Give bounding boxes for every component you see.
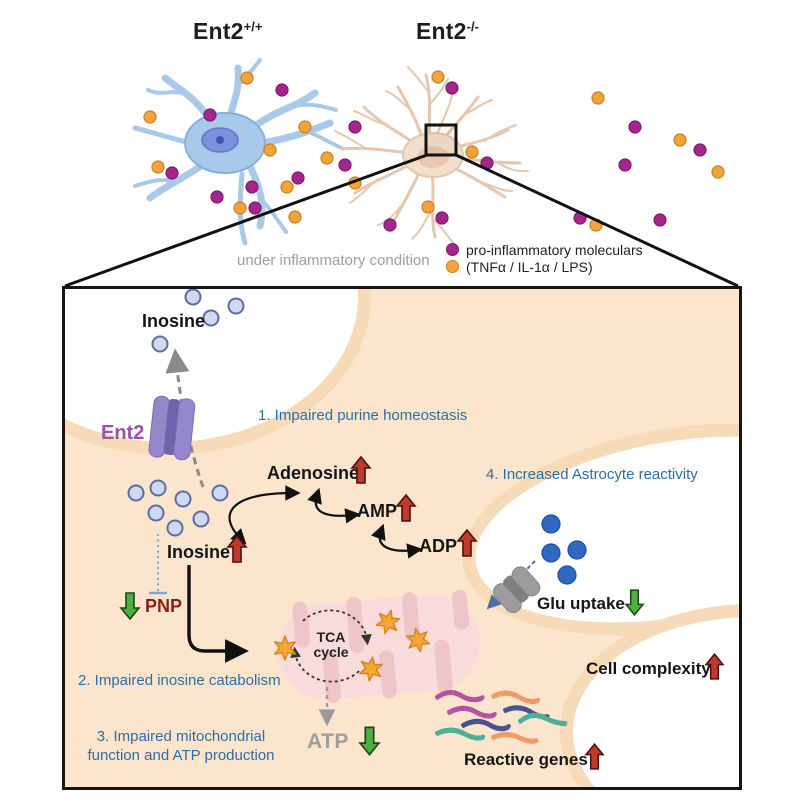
pnp-inhibition-line (149, 534, 167, 595)
annotation-3: 3. Impaired mitochondrial function and A… (75, 727, 287, 765)
pnp-label: PNP (145, 596, 183, 616)
atp-label: ATP (307, 730, 349, 753)
inosine-extracellular-label: Inosine (142, 311, 206, 331)
ent2-label: Ent2 (101, 422, 145, 444)
legend: pro-inflammatory moleculars (TNFα / IL-1… (446, 241, 643, 275)
orange-molecule-dots (143, 70, 725, 232)
legend-item: (TNFα / IL-1α / LPS) (446, 258, 643, 275)
condition-label: under inflammatory condition (237, 252, 430, 269)
legend-item-label: pro-inflammatory moleculars (466, 241, 643, 258)
tca-line1: TCA (316, 629, 346, 645)
amp-label: AMP (357, 501, 397, 521)
legend-item: pro-inflammatory moleculars (446, 241, 643, 258)
zoom-box (424, 123, 458, 157)
adenosine-amp-arrow (307, 487, 361, 524)
microglia-wildtype-illustration (132, 58, 344, 246)
increase-arrow-icon (704, 652, 725, 680)
inosine-adenosine-arrow (228, 485, 301, 545)
decrease-arrow-icon (119, 592, 141, 621)
annotation-1: 1. Impaired purine homeostasis (258, 407, 468, 424)
purple-molecule-dots (165, 81, 707, 232)
annotation-3-line2: function and ATP production (87, 747, 275, 764)
left-genotype-sup: +/+ (243, 19, 263, 34)
increase-arrow-icon (584, 742, 605, 770)
annotation-3-line1: 3. Impaired mitochondrial (96, 728, 266, 745)
decrease-arrow-icon (358, 726, 381, 756)
metabolite-star-icons (273, 609, 431, 682)
inosine-to-mitochondria-arrow (187, 565, 249, 663)
reactive-genes-label: Reactive genes (464, 750, 588, 769)
gene-strand-icons (435, 690, 568, 744)
adenosine-label: Adenosine (267, 463, 360, 483)
zoom-funnel-line-left (64, 153, 428, 288)
increase-arrow-icon (350, 455, 372, 484)
right-genotype-base: Ent2 (416, 18, 467, 44)
orange-molecule-icon (446, 260, 459, 273)
inosine-intracellular-label: Inosine (167, 542, 231, 562)
increase-arrow-icon (456, 528, 478, 557)
increase-arrow-icon (395, 493, 417, 522)
zoom-funnel-line-right (455, 153, 739, 288)
inosine-molecules-intracellular (127, 479, 229, 537)
decrease-arrow-icon (624, 589, 645, 617)
molecule-scatter-layer (64, 70, 739, 288)
annotation-4: 4. Increased Astrocyte reactivity (486, 466, 698, 483)
tca-line2: cycle (313, 644, 349, 660)
annotation-2: 2. Impaired inosine catabolism (78, 672, 281, 689)
glu-uptake-label: Glu uptake (537, 594, 625, 613)
adp-label: ADP (419, 536, 458, 556)
panel-overlay-graphics (127, 289, 587, 744)
right-genotype-title: Ent2-/- (416, 18, 479, 45)
zoomed-cell-panel: Inosine Ent2 1. Impaired purine homeosta… (62, 286, 742, 790)
inosine-molecules-extracellular (151, 289, 245, 353)
increase-arrow-icon (226, 534, 248, 563)
left-genotype-base: Ent2 (193, 18, 244, 44)
tca-cycle-label: TCA cycle (303, 630, 359, 660)
amp-adp-arrow (371, 523, 423, 559)
legend-item-label: (TNFα / IL-1α / LPS) (466, 258, 593, 275)
purple-molecule-icon (446, 243, 459, 256)
glutamate-molecules (541, 514, 587, 585)
cell-complexity-label: Cell complexity (586, 659, 711, 678)
right-genotype-sup: -/- (466, 19, 479, 34)
left-genotype-title: Ent2+/+ (193, 18, 262, 45)
